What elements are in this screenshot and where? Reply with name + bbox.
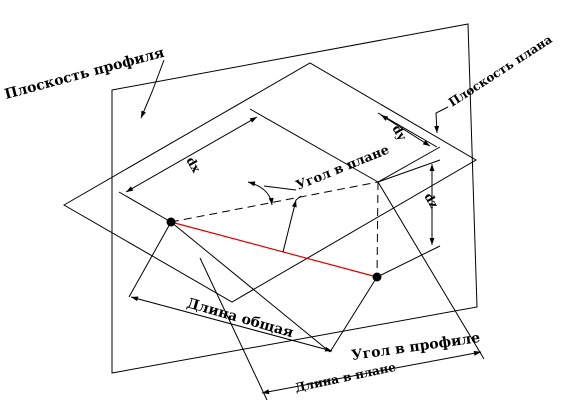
label-dy: dy bbox=[389, 123, 409, 144]
label-length-in-plan: Длина в плане bbox=[294, 360, 398, 395]
point-a bbox=[166, 217, 176, 227]
plan-plane-leader bbox=[434, 106, 449, 134]
profile-plane bbox=[111, 23, 478, 374]
plan-plane bbox=[62, 62, 477, 303]
label-profile-plane: Плоскость профиля bbox=[3, 45, 166, 103]
label-total-length: Длина общая bbox=[185, 295, 295, 341]
plan-length-ext-left bbox=[199, 257, 268, 401]
plan-length-ext-right bbox=[377, 181, 485, 360]
label-dz: dz bbox=[421, 191, 441, 211]
dx-dimension-line bbox=[125, 116, 258, 193]
vertical-projection-dashed bbox=[376, 181, 379, 278]
label-angle-in-plan: Угол в плане bbox=[294, 143, 392, 194]
plan-length-dimension-line bbox=[261, 350, 482, 395]
dy-extension bbox=[377, 146, 441, 183]
dz-extension-top bbox=[377, 159, 441, 183]
dx-extension-right bbox=[249, 108, 379, 183]
profile-plane-leader bbox=[140, 59, 165, 119]
point-b bbox=[372, 272, 382, 282]
total-length-segment bbox=[170, 221, 378, 278]
dx-extension-left bbox=[118, 191, 172, 223]
angle-plan-leader bbox=[263, 185, 297, 191]
dz-extension-bottom bbox=[376, 245, 441, 278]
dy-extension-top bbox=[377, 112, 438, 148]
plan-projection-dashed bbox=[170, 181, 379, 223]
label-angle-in-profile: Угол в профиле bbox=[350, 330, 481, 364]
label-plan-plane: Плоскость плана bbox=[446, 32, 555, 109]
angle-plan-arc bbox=[247, 181, 274, 206]
dy-dimension-line bbox=[380, 114, 431, 147]
total-length-ext-left bbox=[128, 221, 172, 298]
total-length-ext-right bbox=[329, 276, 378, 353]
total-length-edge bbox=[170, 221, 331, 353]
angle-profile-leader bbox=[295, 195, 302, 201]
angle-profile-arc bbox=[282, 199, 297, 253]
